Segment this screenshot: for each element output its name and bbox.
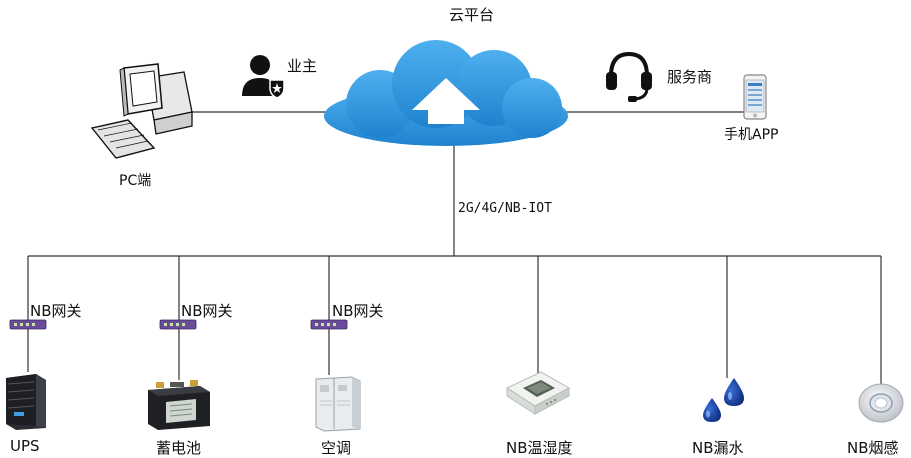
gateway-icon-ups bbox=[9, 319, 47, 330]
pc-icon bbox=[90, 63, 193, 159]
device-label-smoke: NB烟感 bbox=[847, 439, 899, 457]
cloud-icon bbox=[324, 40, 568, 146]
gateway-label-battery: NB网关 bbox=[181, 302, 233, 320]
gateway-icon-battery bbox=[159, 319, 197, 330]
battery-icon bbox=[148, 380, 210, 430]
network-protocol-label: 2G/4G/NB-IOT bbox=[458, 201, 552, 216]
temperature-humidity-sensor-icon bbox=[505, 371, 571, 415]
owner-label: 业主 bbox=[287, 57, 318, 75]
device-label-ac: 空调 bbox=[321, 439, 352, 457]
device-label-temphum: NB温湿度 bbox=[506, 439, 573, 457]
device-label-leak: NB漏水 bbox=[692, 439, 744, 457]
device-label-battery: 蓄电池 bbox=[156, 439, 202, 457]
gateway-icon-ac bbox=[310, 319, 348, 330]
ups-icon bbox=[6, 374, 46, 430]
service-provider-label: 服务商 bbox=[667, 68, 713, 86]
air-conditioner-icon bbox=[315, 376, 361, 432]
smoke-detector-icon bbox=[858, 383, 904, 423]
pc-label: PC端 bbox=[119, 173, 152, 189]
gateway-label-ac: NB网关 bbox=[332, 302, 384, 320]
gateway-label-ups: NB网关 bbox=[30, 302, 82, 320]
owner-icon bbox=[242, 55, 285, 99]
cloud-platform-label: 云平台 bbox=[449, 6, 495, 24]
smartphone-icon bbox=[743, 74, 767, 120]
phone-app-label: 手机APP bbox=[724, 127, 779, 143]
headset-icon bbox=[606, 51, 652, 102]
water-drop-icon bbox=[703, 378, 744, 422]
device-label-ups: UPS bbox=[10, 437, 40, 455]
